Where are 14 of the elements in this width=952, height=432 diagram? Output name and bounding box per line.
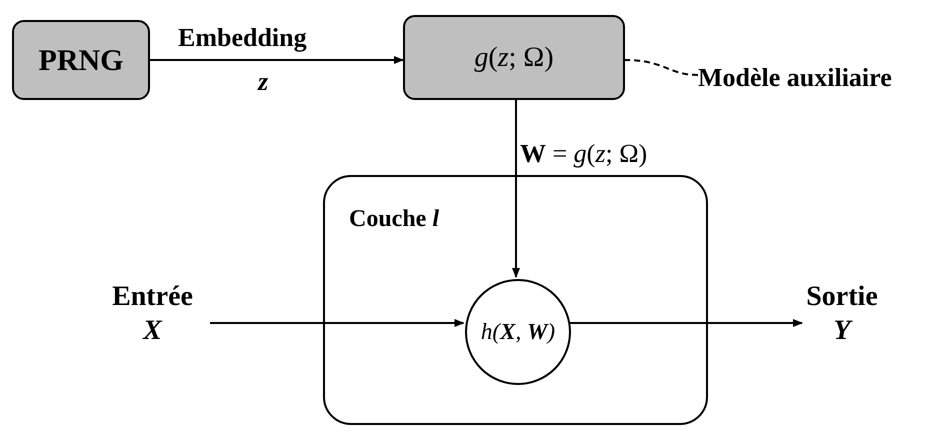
arrow (210, 319, 464, 327)
io-label: Sortie (806, 283, 878, 311)
arrow (150, 56, 404, 64)
container-title: Couche l (349, 205, 440, 234)
io-label: Entrée (112, 283, 193, 311)
variable-symbol: z (258, 66, 268, 98)
variable-symbol: Y (833, 317, 851, 345)
process-box: g(z; Ω) (403, 15, 625, 100)
annotation-text: Modèle auxiliaire (698, 58, 892, 97)
process-box: PRNG (12, 20, 150, 100)
layer-container (323, 175, 708, 425)
arrow (512, 100, 520, 278)
leader-line (624, 59, 698, 76)
variable-symbol: X (143, 317, 162, 345)
